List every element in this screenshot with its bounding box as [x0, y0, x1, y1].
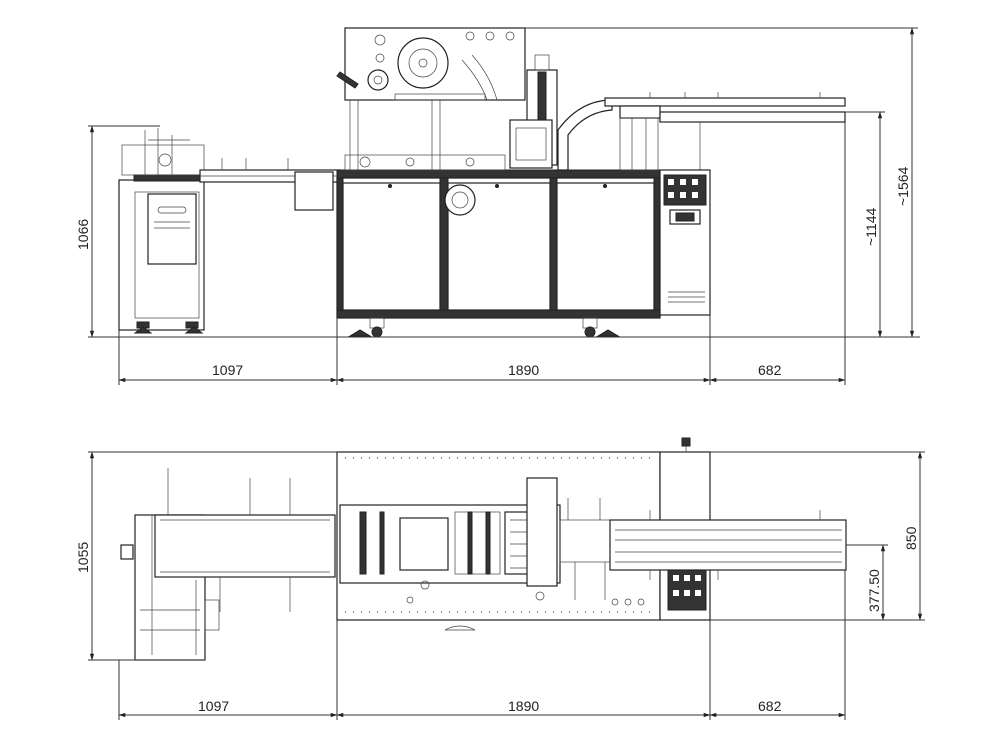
infeed-conveyor: [199, 158, 341, 211]
top-outfeed: [609, 510, 847, 611]
side-dim-main-width: 1890: [508, 362, 539, 378]
side-dim-infeed-width: 1097: [212, 362, 243, 378]
side-dim-infeed-height: 1066: [75, 219, 91, 250]
top-dim-main-width: 1890: [508, 698, 539, 714]
control-cabinet: [659, 169, 711, 316]
top-view: 1097 1890 682 1055 850 377.50: [75, 437, 925, 720]
top-infeed: [120, 468, 336, 661]
dimension-lines-side: [88, 27, 920, 385]
top-dim-offset-outfeed: 377.50: [866, 569, 882, 612]
top-dim-depth-total: 1055: [75, 542, 91, 573]
main-machine: [336, 169, 661, 338]
infeed-unit: [118, 128, 205, 334]
side-view: 1097 1890 682 1066 ~1144 ~1564: [75, 27, 920, 385]
top-dim-infeed-width: 1097: [198, 698, 229, 714]
top-dim-depth-outfeed: 850: [903, 526, 919, 550]
side-dim-outfeed-width: 682: [758, 362, 782, 378]
top-mechanism: [339, 477, 645, 631]
outfeed-conveyor: [604, 92, 846, 171]
top-dim-outfeed-width: 682: [758, 698, 782, 714]
sealing-section: [344, 54, 613, 171]
side-dim-total-height: ~1564: [895, 166, 911, 206]
dimension-lines-top: [88, 451, 925, 720]
film-unit: [336, 27, 526, 170]
side-dim-conveyor-height: ~1144: [863, 208, 879, 246]
